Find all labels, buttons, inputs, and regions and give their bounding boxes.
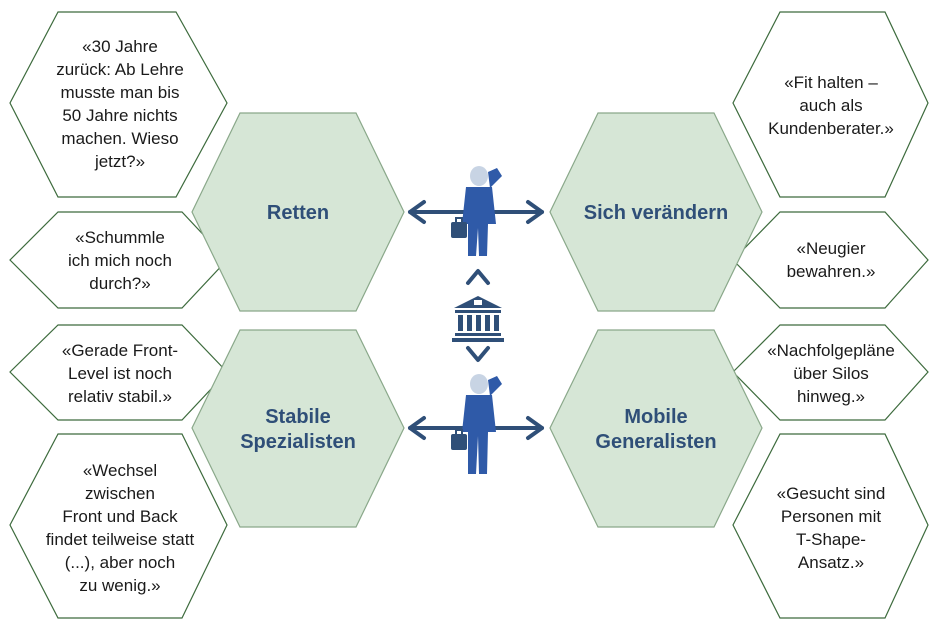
businessman-icon-top: [451, 166, 502, 256]
quote-text-4: «Wechsel zwischen Front und Back findet …: [45, 461, 195, 595]
quote-text-6: «Neugier bewahren.»: [786, 239, 876, 281]
quote-text-2: «Schummle ich mich noch durch?»: [68, 227, 172, 293]
category-hex-sich-veraendern: [549, 112, 763, 312]
category-hex-mobile-generalisten: [549, 329, 763, 528]
quote-hex-1: [9, 11, 228, 198]
quote-text-1: «30 Jahre zurück: Ab Lehre musste man bi…: [56, 37, 184, 171]
quote-text-8: «Gesucht sind Personen mit T-Shape- Ansa…: [776, 484, 886, 572]
businessman-icon-bottom: [451, 374, 502, 474]
category-title-sich-veraendern: Sich verändern: [583, 201, 729, 224]
category-title-retten: Retten: [266, 201, 330, 224]
quote-hex-2: [9, 211, 228, 309]
quote-hex-4: [9, 433, 228, 619]
quote-hex-3: [9, 324, 228, 421]
bank-icon: [452, 296, 504, 342]
quote-hex-5: [732, 11, 929, 198]
category-hex-retten: [191, 112, 405, 312]
quote-text-7: «Nachfolgepläne über Silos hinweg.»: [767, 340, 895, 406]
category-title-mobile-generalisten: Mobile Generalisten: [595, 406, 717, 453]
quote-text-3: «Gerade Front- Level ist noch relativ st…: [61, 340, 179, 406]
down-arrow-icon: [466, 346, 490, 362]
quote-hex-8: [732, 433, 929, 619]
up-arrow-icon: [466, 269, 490, 285]
category-hex-stabile-spezialisten: [191, 329, 405, 528]
quote-text-5: «Fit halten – auch als Kundenberater.»: [768, 72, 894, 138]
category-title-stabile-spezialisten: Stabile Spezialisten: [240, 406, 356, 453]
